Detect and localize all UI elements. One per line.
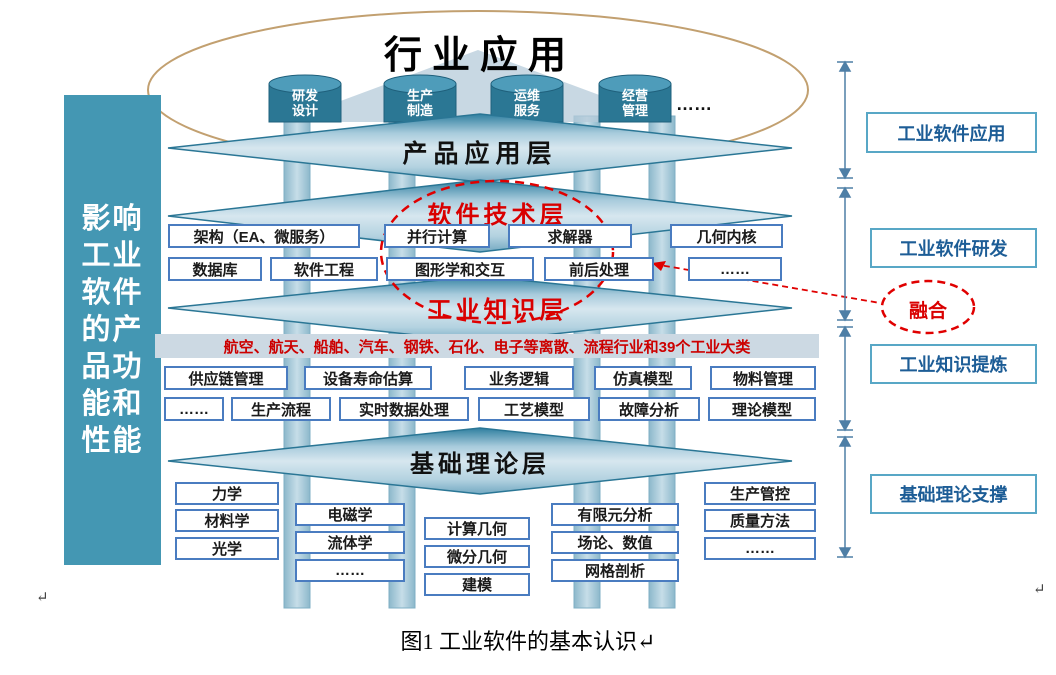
cylinder-label-operations: 运维 服务 xyxy=(513,88,540,118)
left-impact-banner: 影响 工业 软件 的产 品功 能和 性能 xyxy=(64,95,161,565)
theory-box-optics: 光学 xyxy=(175,537,279,560)
left-banner-line: 品功 xyxy=(81,350,144,383)
paragraph-return-mark: ↵ xyxy=(637,629,656,654)
left-banner-line: 影响 xyxy=(81,202,144,235)
tech-box-more-dots: …… xyxy=(688,257,782,281)
theory-box-mechanics: 力学 xyxy=(175,482,279,505)
tech-box-parallel-computing: 并行计算 xyxy=(384,224,490,248)
tech-box-solver: 求解器 xyxy=(508,224,632,248)
left-banner-line: 能和 xyxy=(81,387,144,420)
industry-categories-banner: 航空、航天、船舶、汽车、钢铁、石化、电子等离散、流程行业和39个工业大类 xyxy=(155,334,819,358)
theory-box-modeling: 建模 xyxy=(424,573,530,596)
left-banner-line: 性能 xyxy=(81,424,144,457)
theory-box-field-theory: 场论、数值 xyxy=(551,531,679,554)
theory-box-materials: 材料学 xyxy=(175,509,279,532)
right-span-brackets xyxy=(837,60,853,559)
left-banner-line: 的产 xyxy=(81,313,144,346)
product-application-layer-label: 产品应用层 xyxy=(402,140,558,168)
theory-layer-platform xyxy=(167,427,793,495)
knowledge-box-supply-chain: 供应链管理 xyxy=(164,366,288,390)
theory-box-production-control: 生产管控 xyxy=(704,482,816,505)
industrial-knowledge-layer-label: 工业知识层 xyxy=(427,297,568,324)
theory-box-differential-geometry: 微分几何 xyxy=(424,545,530,568)
cylinder-label-production: 生产 制造 xyxy=(406,88,433,118)
knowledge-box-production-process: 生产流程 xyxy=(231,397,331,421)
paragraph-return-mark: ↵ xyxy=(1033,582,1046,598)
knowledge-box-simulation-model: 仿真模型 xyxy=(594,366,692,390)
fusion-label: 融合 xyxy=(908,301,947,322)
funnel-shape xyxy=(284,50,672,122)
basic-theory-layer-label: 基础理论层 xyxy=(410,451,550,478)
paragraph-return-mark: ↵ xyxy=(36,590,49,606)
knowledge-box-fault-analysis: 故障分析 xyxy=(598,397,700,421)
tech-box-database: 数据库 xyxy=(168,257,262,281)
fusion-circle xyxy=(880,279,976,335)
right-label-software-application: 工业软件应用 xyxy=(866,112,1037,153)
theory-box-more-dots-1: …… xyxy=(295,559,405,582)
theory-box-more-dots-2: …… xyxy=(704,537,816,560)
theory-box-fluid-dynamics: 流体学 xyxy=(295,531,405,554)
tech-box-architecture: 架构（EA、微服务） xyxy=(168,224,360,248)
tech-box-geometry-kernel: 几何内核 xyxy=(670,224,783,248)
knowledge-box-equipment-life: 设备寿命估算 xyxy=(304,366,432,390)
left-banner-line: 工业 xyxy=(81,239,144,272)
cylinder-label-management: 经营 管理 xyxy=(621,88,648,118)
cylinder-label-rd-design: 研发 设计 xyxy=(291,88,318,118)
application-cylinders xyxy=(268,74,672,123)
right-label-theory-support: 基础理论支撑 xyxy=(870,474,1037,514)
theory-box-quality-methods: 质量方法 xyxy=(704,509,816,532)
theory-box-finite-element: 有限元分析 xyxy=(551,503,679,526)
more-applications-dots: …… xyxy=(676,94,712,114)
tech-box-pre-post-processing: 前后处理 xyxy=(544,257,654,281)
industry-application-title: 行业应用 xyxy=(383,35,576,77)
knowledge-box-more-dots: …… xyxy=(164,397,224,421)
knowledge-box-theory-model: 理论模型 xyxy=(708,397,816,421)
theory-box-computational-geometry: 计算几何 xyxy=(424,517,530,540)
tech-box-graphics-interaction: 图形学和交互 xyxy=(386,257,534,281)
knowledge-box-business-logic: 业务逻辑 xyxy=(464,366,574,390)
knowledge-box-realtime-data: 实时数据处理 xyxy=(339,397,469,421)
figure-caption-text: 图1 工业软件的基本认识 xyxy=(400,629,638,654)
knowledge-box-process-model: 工艺模型 xyxy=(478,397,590,421)
right-label-software-rd: 工业软件研发 xyxy=(870,228,1037,268)
figure-caption: 图1 工业软件的基本认识↵ xyxy=(0,624,1056,656)
right-label-knowledge-refining: 工业知识提炼 xyxy=(870,344,1037,384)
knowledge-box-material-management: 物料管理 xyxy=(710,366,816,390)
tech-box-software-engineering: 软件工程 xyxy=(270,257,378,281)
left-banner-line: 软件 xyxy=(81,276,144,309)
theory-box-mesh-analysis: 网格剖析 xyxy=(551,559,679,582)
theory-box-electromagnetics: 电磁学 xyxy=(295,503,405,526)
tech-knowledge-highlight-ellipse xyxy=(379,179,615,325)
fusion-connector-line xyxy=(652,261,881,304)
layer-platforms xyxy=(167,113,793,495)
